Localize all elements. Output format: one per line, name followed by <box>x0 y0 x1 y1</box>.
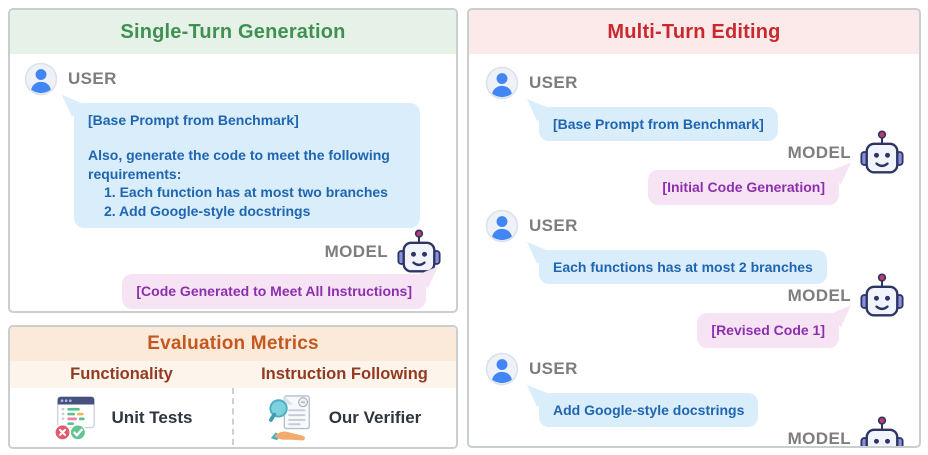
model-message-bubble: [Revised Code 1] <box>697 313 839 348</box>
user-avatar-icon <box>485 352 519 386</box>
evaluation-metrics-title: Evaluation Metrics <box>10 327 456 361</box>
model-row: MODEL <box>788 129 905 177</box>
evaluation-metrics-panel: Evaluation Metrics Functionality Unit Te… <box>8 325 458 449</box>
user-avatar-icon <box>24 62 58 96</box>
column-divider <box>232 388 234 445</box>
model-message-bubble: [Code Generated to Meet All Instructions… <box>122 274 426 309</box>
user-label: USER <box>529 358 578 378</box>
user-avatar-icon <box>485 66 519 100</box>
model-row: MODEL <box>788 272 905 320</box>
instruction-following-header: Instruction Following <box>233 361 456 388</box>
user-label: USER <box>529 73 578 92</box>
multi-turn-title: Multi-Turn Editing <box>469 10 919 54</box>
user-row: USER <box>485 66 905 100</box>
unit-tests-icon <box>53 395 95 441</box>
single-turn-title: Single-Turn Generation <box>10 10 456 54</box>
single-turn-panel: Single-Turn Generation USER [Base Prompt… <box>8 8 458 313</box>
user-message-line: Also, generate the code to meet the foll… <box>88 147 390 182</box>
verifier-icon <box>268 393 311 442</box>
user-avatar-icon <box>485 209 519 243</box>
robot-icon <box>860 416 904 446</box>
user-message-item: 1. Each function has at most two branche… <box>104 184 388 201</box>
user-row: USER <box>485 209 905 243</box>
user-message-bubble: [Base Prompt from Benchmark] <box>539 107 778 142</box>
user-row: USER <box>24 62 442 96</box>
model-label: MODEL <box>787 429 851 448</box>
user-row: USER <box>485 352 905 386</box>
functionality-header: Functionality <box>10 361 233 388</box>
user-message-bubble: Add Google-style docstrings <box>539 392 759 428</box>
model-label: MODEL <box>787 286 851 306</box>
turn-3: USER Add Google-style docstrings MODEL [… <box>485 348 905 448</box>
model-label: MODEL <box>787 143 851 163</box>
robot-icon <box>860 130 904 174</box>
model-label: MODEL <box>324 242 388 262</box>
functionality-column: Functionality Unit Tests <box>10 361 233 447</box>
user-message-line: [Base Prompt from Benchmark] <box>88 112 299 128</box>
model-message-bubble: [Initial Code Generation] <box>648 170 839 205</box>
user-message-bubble: Each functions has at most 2 branches <box>539 249 827 285</box>
model-row: MODEL <box>787 415 905 448</box>
turn-2: USER Each functions has at most 2 branch… <box>485 205 905 348</box>
robot-icon <box>860 273 904 317</box>
user-label: USER <box>529 215 578 235</box>
user-message-item: 2. Add Google-style docstrings <box>104 202 311 219</box>
turn-1: USER [Base Prompt from Benchmark] MODEL … <box>485 62 905 205</box>
instruction-following-column: Instruction Following Our Verifier <box>233 361 456 447</box>
multi-turn-panel: Multi-Turn Editing USER [Base Prompt fro… <box>467 8 921 448</box>
unit-tests-label: Unit Tests <box>111 407 193 427</box>
user-message-bubble: [Base Prompt from Benchmark] Also, gener… <box>74 103 420 229</box>
our-verifier-label: Our Verifier <box>328 407 422 427</box>
model-row: MODEL <box>325 228 442 276</box>
user-label: USER <box>68 69 117 88</box>
